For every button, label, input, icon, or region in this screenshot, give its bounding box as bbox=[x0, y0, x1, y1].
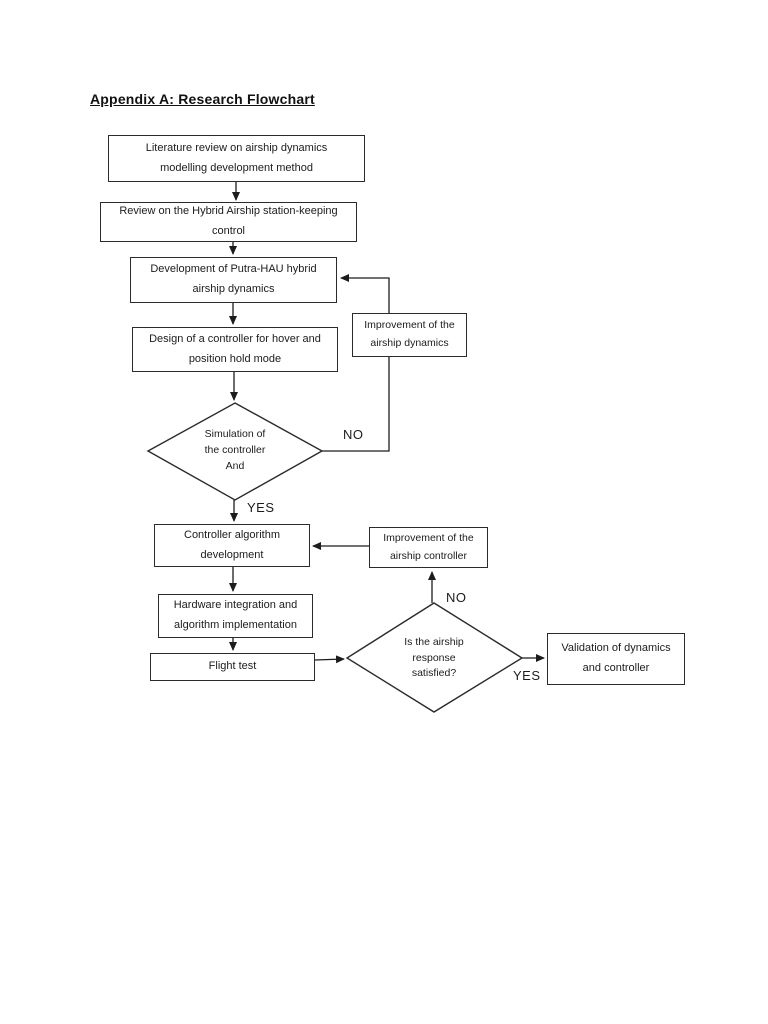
response-decision-diamond bbox=[345, 602, 524, 713]
node-simulation-decision-label: Simulation of the controller And bbox=[204, 428, 266, 472]
edge-label-yes-response: YES bbox=[513, 668, 541, 683]
node-controller-design: Design of a controller for hover and pos… bbox=[132, 327, 338, 372]
edge-label-yes-simulation: YES bbox=[247, 500, 275, 515]
edge-label-no-simulation: NO bbox=[343, 427, 364, 442]
node-response-decision-label: Is the airship response satisfied? bbox=[404, 635, 464, 680]
node-algorithm-development: Controller algorithm development bbox=[154, 524, 310, 567]
node-controller-improvement: Improvement of the airship controller bbox=[369, 527, 488, 568]
edge-label-no-response: NO bbox=[446, 590, 467, 605]
arrow-flighttest-to-response bbox=[314, 655, 345, 664]
node-station-keeping-review: Review on the Hybrid Airship station-kee… bbox=[100, 202, 357, 242]
simulation-decision-diamond bbox=[146, 402, 324, 501]
node-dynamics-improvement: Improvement of the airship dynamics bbox=[352, 313, 467, 357]
node-validation: Validation of dynamics and controller bbox=[547, 633, 685, 685]
node-flight-test: Flight test bbox=[150, 653, 315, 681]
arrow-simulation-no-feedback-loop bbox=[322, 274, 390, 452]
node-dynamics-development: Development of Putra-HAU hybrid airship … bbox=[130, 257, 337, 303]
node-literature-review: Literature review on airship dynamics mo… bbox=[108, 135, 365, 182]
node-hardware-integration: Hardware integration and algorithm imple… bbox=[158, 594, 313, 638]
page-title: Appendix A: Research Flowchart bbox=[90, 91, 315, 107]
